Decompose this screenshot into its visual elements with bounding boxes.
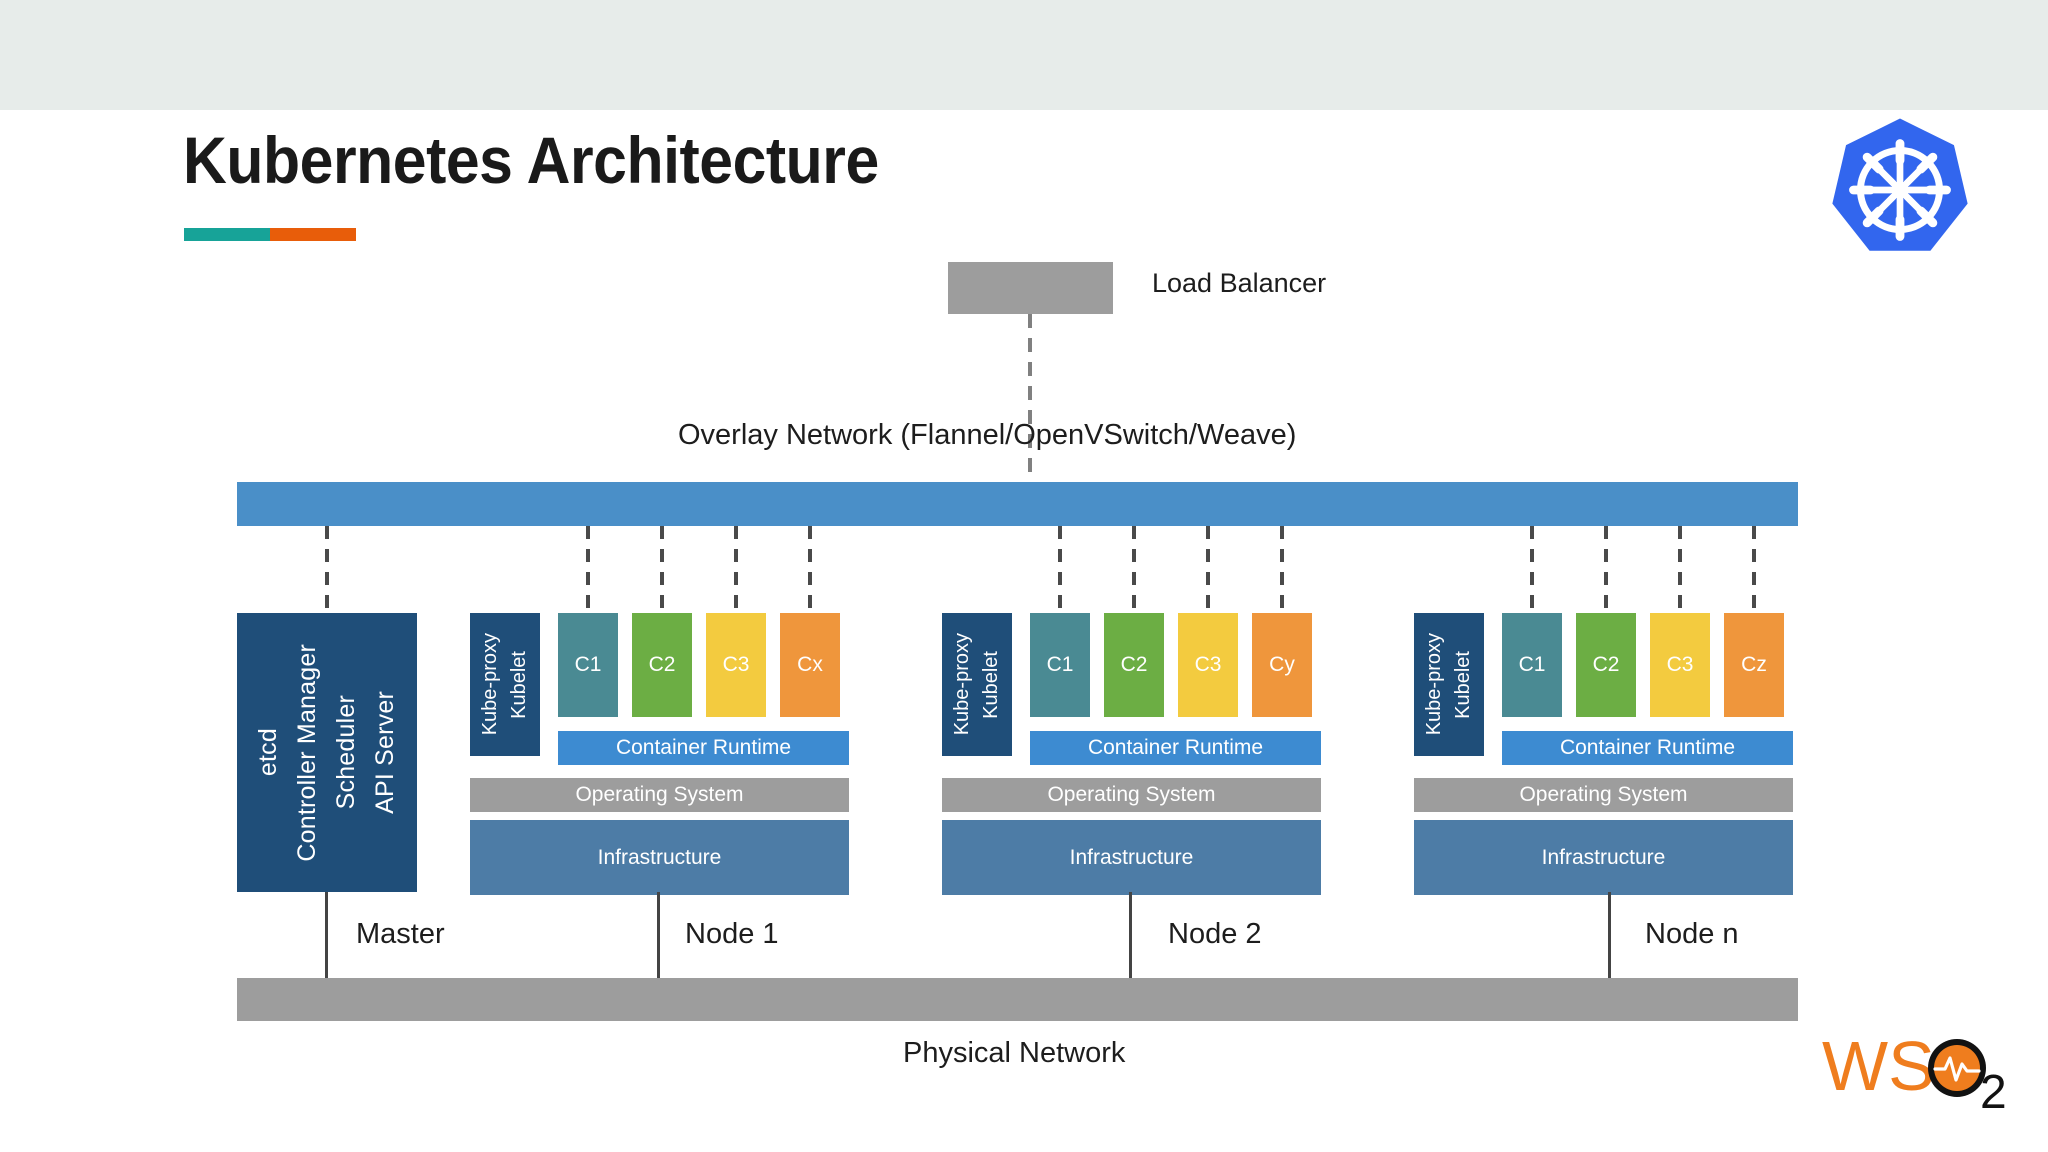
node-kubelet-proxy-box: Kubelet Kube-proxy [1414, 613, 1484, 756]
container-box: Cz [1724, 613, 1784, 717]
page-title: Kubernetes Architecture [183, 123, 879, 197]
title-accent-bar [184, 228, 356, 241]
overlay-connector-line [1280, 526, 1284, 613]
overlay-connector-line [1530, 526, 1534, 613]
accent-segment-teal [184, 228, 270, 241]
container-box: C2 [1104, 613, 1164, 717]
master-component-label: etcd [254, 728, 282, 777]
overlay-connector-line [660, 526, 664, 613]
operating-system-bar: Operating System [470, 778, 849, 812]
zone-label: Node n [1645, 918, 1739, 950]
overlay-connector-line [1604, 526, 1608, 613]
top-decorative-band [0, 0, 2048, 110]
overlay-connector-line [734, 526, 738, 613]
container-box: C2 [1576, 613, 1636, 717]
container-box: Cy [1252, 613, 1312, 717]
svg-text:2: 2 [1980, 1066, 2007, 1114]
zone-label: Node 1 [685, 918, 779, 950]
master-node-box: API Server Scheduler Controller Manager etc… [237, 613, 417, 892]
overlay-connector-line [586, 526, 590, 613]
overlay-network-bar [237, 482, 1798, 526]
container-runtime-bar: Container Runtime [558, 731, 849, 765]
master-component-label: Controller Manager [293, 643, 321, 862]
operating-system-bar: Operating System [1414, 778, 1793, 812]
overlay-network-label: Overlay Network (Flannel/OpenVSwitch/Wea… [678, 419, 1297, 451]
container-box: C1 [1030, 613, 1090, 717]
container-box: C3 [1650, 613, 1710, 717]
node-kubelet-proxy-label: Kube-proxy [479, 633, 501, 736]
zone-divider-line [325, 892, 328, 978]
physical-network-label: Physical Network [903, 1037, 1126, 1069]
load-balancer-label: Load Balancer [1152, 268, 1327, 298]
node-kubelet-proxy-label: Kubelet [508, 650, 530, 719]
overlay-connector-line [1206, 526, 1210, 613]
overlay-connector-line [808, 526, 812, 613]
overlay-connector-line [1058, 526, 1062, 613]
container-box: C3 [1178, 613, 1238, 717]
overlay-connector-line [325, 526, 329, 613]
container-box: Cx [780, 613, 840, 717]
node-kubelet-proxy-label: Kube-proxy [1423, 633, 1445, 736]
zone-divider-line [657, 892, 660, 978]
overlay-connector-line [1678, 526, 1682, 613]
container-runtime-bar: Container Runtime [1502, 731, 1793, 765]
node-kubelet-proxy-label: Kube-proxy [951, 633, 973, 736]
zone-divider-line [1129, 892, 1132, 978]
zone-label: Node 2 [1168, 918, 1262, 950]
svg-text:WS: WS [1822, 1028, 1935, 1105]
infrastructure-bar: Infrastructure [942, 820, 1321, 895]
container-runtime-bar: Container Runtime [1030, 731, 1321, 765]
container-box: C3 [706, 613, 766, 717]
load-balancer-box [948, 262, 1113, 314]
master-component-label: API Server [371, 691, 399, 814]
node-kubelet-proxy-box: Kubelet Kube-proxy [942, 613, 1012, 756]
container-box: C2 [632, 613, 692, 717]
physical-network-bar [237, 978, 1798, 1021]
accent-segment-orange [270, 228, 356, 241]
overlay-connector-line [1132, 526, 1136, 613]
infrastructure-bar: Infrastructure [1414, 820, 1793, 895]
zone-label: Master [356, 918, 445, 950]
zone-divider-line [1608, 892, 1611, 978]
operating-system-bar: Operating System [942, 778, 1321, 812]
load-balancer-connector [1028, 314, 1032, 490]
container-box: C1 [558, 613, 618, 717]
node-kubelet-proxy-box: Kubelet Kube-proxy [470, 613, 540, 756]
master-component-label: Scheduler [332, 695, 360, 810]
node-kubelet-proxy-label: Kubelet [980, 650, 1002, 719]
wso2-logo: WS 2 [1822, 1027, 2014, 1119]
node-kubelet-proxy-label: Kubelet [1452, 650, 1474, 719]
infrastructure-bar: Infrastructure [470, 820, 849, 895]
kubernetes-logo [1824, 114, 1976, 266]
overlay-connector-line [1752, 526, 1756, 613]
container-box: C1 [1502, 613, 1562, 717]
